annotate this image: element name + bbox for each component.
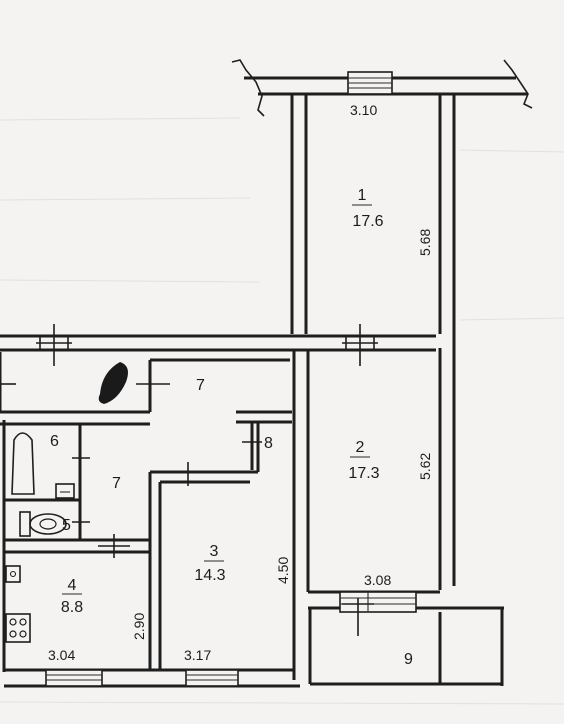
toilet-icon [19, 511, 67, 537]
top-left-break [231, 59, 265, 117]
bathtub-icon [11, 432, 35, 495]
door-closet [242, 428, 262, 460]
door-room3 [170, 462, 206, 486]
door-room1 [342, 324, 378, 366]
stove-icon [5, 613, 31, 643]
room1-number: 1 [358, 187, 367, 204]
door-hall-upper [136, 368, 170, 402]
dim-room3-width: 3.17 [184, 647, 211, 663]
room3-area: 14.3 [194, 567, 225, 584]
fixtures [5, 362, 128, 643]
room4-number: 4 [68, 577, 77, 594]
doors [0, 324, 378, 636]
room5-number: 5 [62, 517, 71, 534]
dim-room4-length: 2.90 [131, 613, 147, 640]
dim-room2-width: 3.08 [364, 572, 391, 588]
room3-number: 3 [210, 543, 219, 560]
room9-number: 9 [404, 651, 413, 668]
interior-walls [0, 352, 292, 670]
window-room4 [45, 669, 103, 687]
room4-area: 8.8 [61, 599, 83, 616]
room2-area: 17.3 [348, 465, 379, 482]
windows [45, 71, 417, 687]
room8-number: 8 [264, 435, 273, 452]
room7-upper-number: 7 [196, 377, 205, 394]
sink-icon [55, 483, 75, 499]
window-room2 [339, 591, 417, 613]
door-room4 [98, 534, 130, 558]
room7-lower-number: 7 [112, 475, 121, 492]
ink-blot [98, 362, 128, 404]
dim-room4-width: 3.04 [48, 647, 75, 663]
dim-room3-length: 4.50 [275, 557, 291, 584]
outer-walls [0, 59, 533, 688]
door-hall-left [36, 324, 72, 366]
top-right-break [503, 59, 533, 109]
dim-room1-width: 3.10 [350, 102, 377, 118]
kitchen-sink-icon [5, 565, 21, 583]
door-bath [72, 446, 90, 470]
dim-room1-length: 5.68 [417, 229, 433, 256]
room6-number: 6 [50, 433, 59, 450]
window-room1 [347, 71, 393, 95]
room1-area: 17.6 [352, 213, 383, 230]
door-toilet [72, 510, 90, 534]
door-balcony [342, 598, 374, 636]
paper-texture [0, 117, 564, 705]
window-room3 [185, 669, 239, 687]
room2-number: 2 [356, 439, 365, 456]
dim-room2-length: 5.62 [417, 453, 433, 480]
